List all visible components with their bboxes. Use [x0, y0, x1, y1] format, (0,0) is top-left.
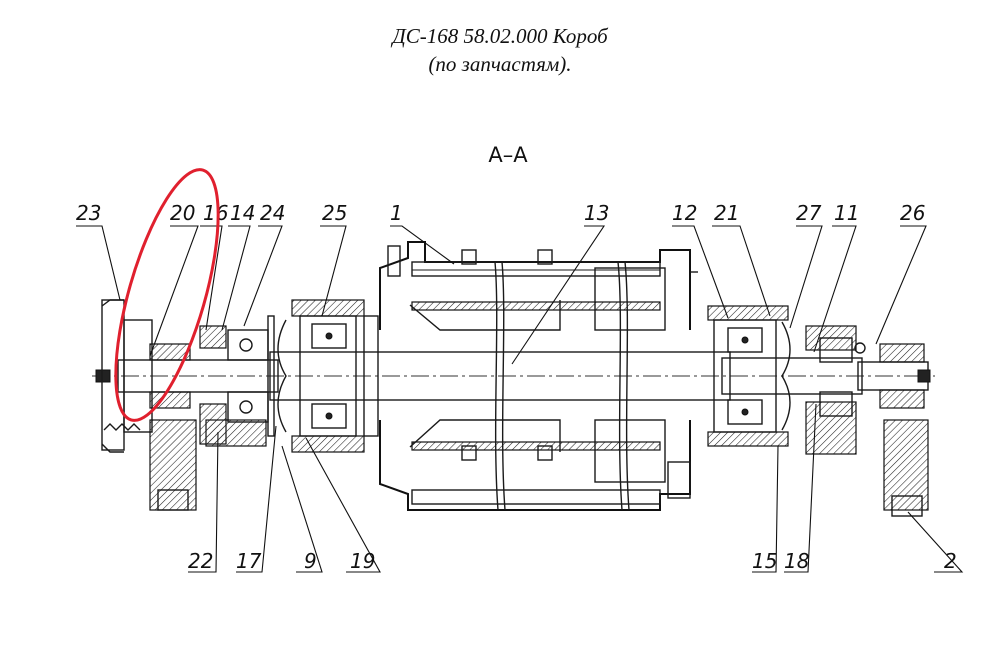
callout-23: 23 [76, 201, 101, 225]
callout-26: 26 [900, 201, 925, 225]
left-bearing-housing [277, 299, 379, 453]
callout-2: 2 [944, 549, 957, 573]
callout-1: 1 [390, 201, 403, 225]
drawing-title: ДС-168 58.02.000 Короб [392, 24, 608, 48]
callout-15: 15 [752, 549, 777, 573]
callout-18: 18 [784, 549, 809, 573]
box-body [379, 241, 698, 511]
left-drive-pulley [101, 299, 275, 511]
callout-27: 27 [796, 201, 822, 225]
callout-11: 11 [834, 201, 859, 225]
callout-25: 25 [322, 201, 347, 225]
callout-12: 12 [672, 201, 697, 225]
main-shaft [95, 351, 931, 401]
callout-14: 14 [230, 201, 255, 225]
callout-22: 22 [188, 549, 213, 573]
callout-21: 21 [714, 201, 739, 225]
leader-lines [76, 225, 964, 573]
callout-13: 13 [584, 201, 609, 225]
callout-17: 17 [236, 549, 262, 573]
callouts-top: 23 20 16 14 24 25 1 13 12 21 27 11 26 [76, 201, 925, 225]
callout-20: 20 [170, 201, 195, 225]
right-bearing-housing [707, 305, 929, 517]
callout-16: 16 [203, 201, 228, 225]
callout-19: 19 [350, 549, 375, 573]
drawing-subtitle: (по запчастям). [428, 52, 572, 76]
callouts-bottom: 22 17 9 19 15 18 2 [188, 549, 957, 573]
highlight-ellipse [114, 168, 220, 422]
section-label: А–А [488, 143, 528, 167]
callout-24: 24 [260, 201, 285, 225]
callout-9: 9 [304, 549, 317, 573]
